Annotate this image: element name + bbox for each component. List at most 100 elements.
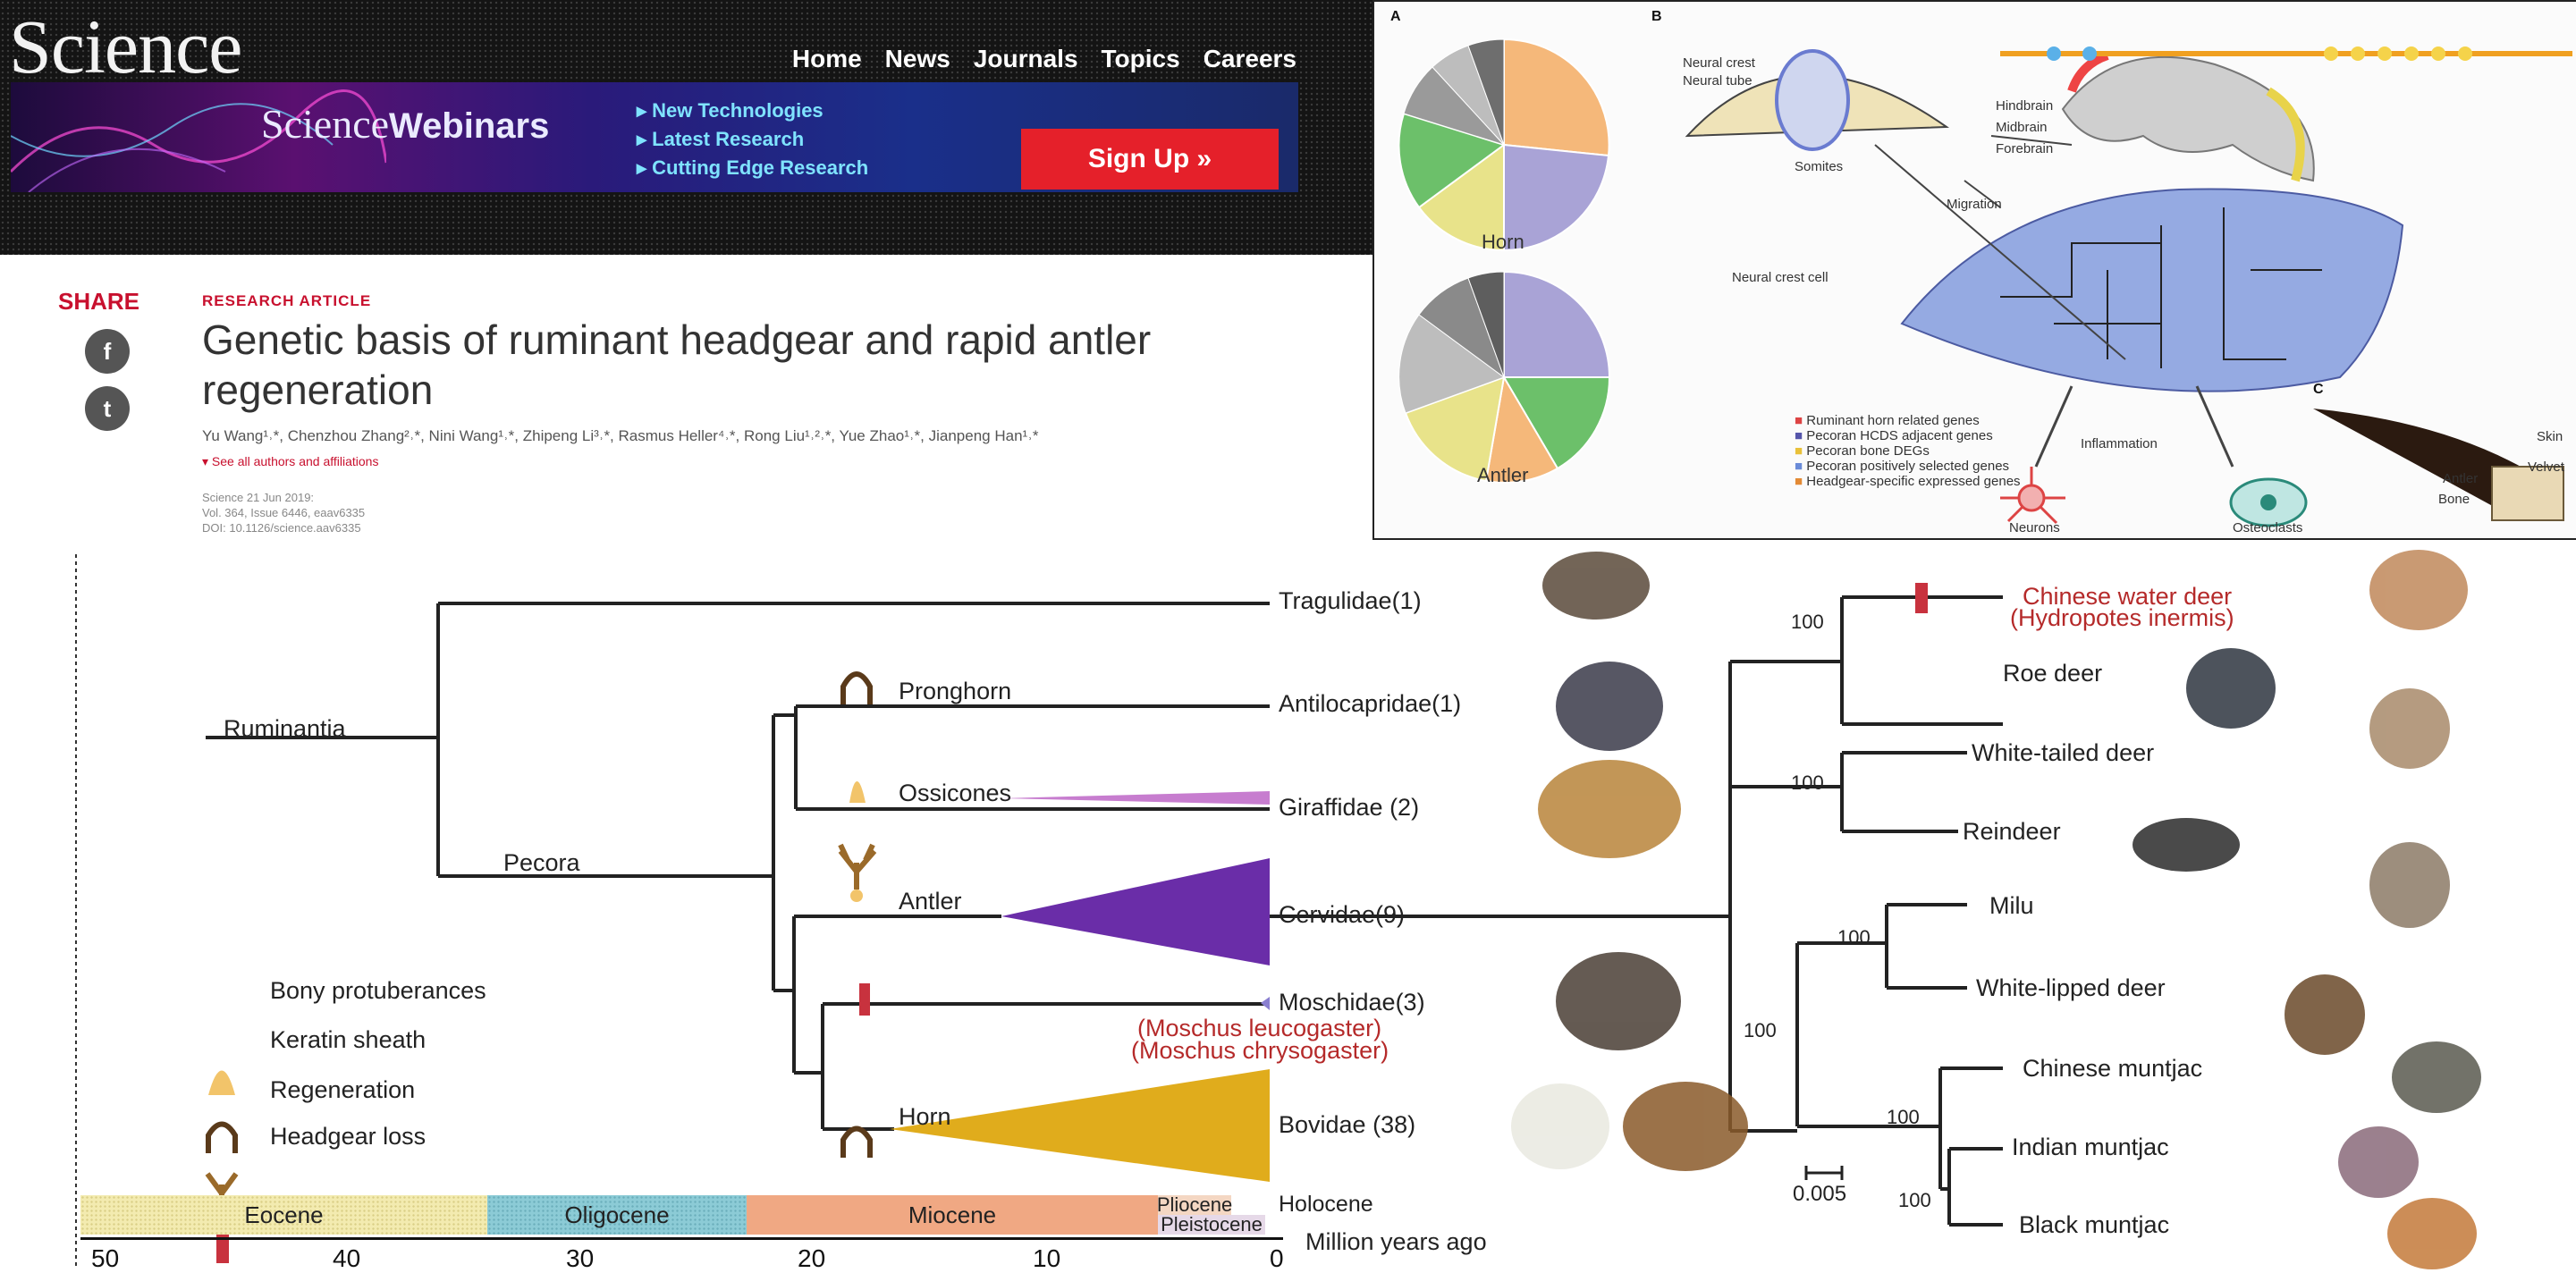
axis-tick-30: 30	[566, 1244, 595, 1272]
epoch-eocene: Eocene	[80, 1195, 487, 1235]
figure-legend-item: ■ Ruminant horn related genes	[1795, 413, 1980, 428]
science-logo[interactable]: Science	[9, 4, 242, 89]
axis-tick-10: 10	[1033, 1244, 1061, 1272]
epoch-miocene: Miocene	[747, 1195, 1158, 1235]
figure-legend-item: ■ Pecoran HCDS adjacent genes	[1795, 428, 1993, 443]
figure-legend-item: ■ Pecoran positively selected genes	[1795, 459, 2010, 474]
label-ruminantia: Ruminantia	[224, 715, 346, 742]
banner-item: ▸ Cutting Edge Research	[637, 156, 869, 179]
epoch-pleistocene: Pleistocene	[1158, 1213, 1265, 1235]
twitter-share-button[interactable]: t	[85, 386, 130, 431]
nav-home[interactable]: Home	[791, 45, 862, 72]
species-white-tailed-deer: White-tailed deer	[1972, 739, 2155, 766]
legend-keratin-sheath: Keratin sheath	[270, 1026, 427, 1053]
species-hydropotes-inermis: (Hydropotes inermis)	[2010, 604, 2234, 631]
panel-letter-a: A	[1390, 9, 1401, 24]
species-chinese-muntjac: Chinese muntjac	[2023, 1055, 2203, 1082]
time-axis-line	[80, 1237, 1283, 1240]
panel-letter-c: C	[2313, 382, 2324, 397]
antler-pie	[1398, 270, 1611, 484]
family-cervidae: Cervidae(9)	[1279, 901, 1406, 928]
bootstrap-value: 100	[1791, 611, 1824, 633]
label-velvet: Velvet	[2528, 459, 2564, 475]
axis-title: Million years ago	[1305, 1228, 1487, 1255]
species-roe-deer: Roe deer	[2003, 660, 2103, 687]
label-ossicones: Ossicones	[899, 780, 1012, 806]
banner-title: ScienceWebinars	[261, 100, 549, 148]
share-label: SHARE	[58, 288, 140, 315]
meta-doi[interactable]: DOI: 10.1126/science.aav6335	[202, 521, 361, 535]
main-nav: Home News Journals Topics Careers	[792, 45, 1296, 73]
family-antilocapridae: Antilocapridae(1)	[1279, 690, 1462, 717]
species-milu: Milu	[1989, 892, 2034, 919]
nav-news[interactable]: News	[884, 45, 950, 72]
bootstrap-value: 100	[1744, 1019, 1777, 1041]
label-forebrain: Forebrain	[1996, 141, 2054, 156]
label-inflammation: Inflammation	[2081, 436, 2158, 451]
epoch-oligocene: Oligocene	[487, 1195, 747, 1235]
bootstrap-value: 100	[1791, 771, 1824, 794]
label-migration: Migration	[1947, 197, 2002, 212]
epoch-holocene: Holocene	[1279, 1192, 1373, 1217]
sign-up-button[interactable]: Sign Up »	[1021, 129, 1279, 190]
panel-letter-b: B	[1651, 9, 1662, 24]
legend-regeneration: Regeneration	[270, 1076, 416, 1103]
family-tragulidae: Tragulidae(1)	[1279, 587, 1422, 614]
species-indian-muntjac: Indian muntjac	[2012, 1134, 2169, 1160]
label-neurons: Neurons	[2009, 520, 2060, 535]
banner-graphic	[11, 89, 386, 192]
label-neural-tube: Neural tube	[1683, 73, 1753, 89]
figure-graphic	[1398, 38, 2572, 527]
axis-tick-40: 40	[333, 1244, 361, 1272]
article-type: RESEARCH ARTICLE	[202, 292, 372, 309]
article-meta: Science 21 Jun 2019: Vol. 364, Issue 644…	[202, 490, 365, 535]
family-moschidae: Moschidae(3)	[1279, 989, 1425, 1016]
species-chinese-water-deer: Chinese water deer	[2023, 583, 2233, 610]
banner-item: ▸ Latest Research	[637, 128, 805, 150]
species-moschus-chrysogaster: (Moschus chrysogaster)	[1131, 1037, 1389, 1064]
legend-headgear-loss: Headgear loss	[270, 1123, 427, 1150]
axis-tick-20: 20	[798, 1244, 826, 1272]
science-header: Science Home News Journals Topics Career…	[0, 0, 1377, 255]
axis-tick-0: 0	[1270, 1244, 1284, 1272]
label-pronghorn: Pronghorn	[899, 678, 1012, 704]
scale-bar-label: 0.005	[1793, 1182, 1847, 1206]
figure-legend-item: ■ Headgear-specific expressed genes	[1795, 474, 2021, 489]
label-neural-crest-cell: Neural crest cell	[1732, 270, 1829, 285]
article-title: Genetic basis of ruminant headgear and r…	[202, 316, 1152, 413]
species-moschus-leucogaster: (Moschus leucogaster)	[1137, 1015, 1382, 1041]
species-reindeer: Reindeer	[1963, 818, 2061, 845]
nav-careers[interactable]: Careers	[1203, 45, 1296, 72]
meta-date: Science 21 Jun 2019:	[202, 491, 315, 504]
nav-journals[interactable]: Journals	[973, 45, 1078, 72]
axis-tick-50: 50	[91, 1244, 120, 1272]
epoch-pliocene: Pliocene	[1156, 1193, 1233, 1216]
bootstrap-value: 100	[1887, 1106, 1920, 1128]
label-antler-c: Antler	[2443, 471, 2479, 486]
figure-legend: ■ Ruminant horn related genes ■ Pecoran …	[1795, 413, 2021, 489]
label-osteoclasts: Osteoclasts	[2233, 520, 2303, 535]
author-list[interactable]: Yu Wang¹˒*, Chenzhou Zhang²˒*, Nini Wang…	[202, 427, 1039, 444]
horn-pie-title: Horn	[1482, 231, 1524, 253]
label-somites: Somites	[1795, 159, 1844, 174]
species-black-muntjac: Black muntjac	[2019, 1211, 2170, 1238]
banner-title-webinars: Webinars	[389, 106, 550, 146]
antler-pie-title: Antler	[1477, 464, 1529, 486]
legend-bony-protuberances: Bony protuberances	[270, 977, 486, 1004]
label-horn: Horn	[899, 1103, 951, 1130]
webinar-banner[interactable]: ScienceWebinars ▸ New Technologies ▸ Lat…	[11, 82, 1298, 192]
label-skin: Skin	[2537, 429, 2563, 444]
label-antler: Antler	[899, 888, 962, 915]
bootstrap-value: 100	[1898, 1189, 1931, 1211]
banner-list: ▸ New Technologies ▸ Latest Research ▸ C…	[637, 97, 868, 182]
label-pecora: Pecora	[503, 849, 580, 876]
see-all-authors-link[interactable]: ▾ See all authors and affiliations	[202, 454, 379, 468]
bootstrap-value: 100	[1837, 926, 1871, 948]
label-hindbrain: Hindbrain	[1996, 98, 2054, 114]
nav-topics[interactable]: Topics	[1101, 45, 1180, 72]
label-bone: Bone	[2438, 492, 2470, 507]
family-giraffidae: Giraffidae (2)	[1279, 794, 1420, 821]
horn-pie	[1398, 38, 1610, 252]
figure-legend-item: ■ Pecoran bone DEGs	[1795, 443, 1930, 459]
facebook-share-button[interactable]: f	[85, 329, 130, 374]
